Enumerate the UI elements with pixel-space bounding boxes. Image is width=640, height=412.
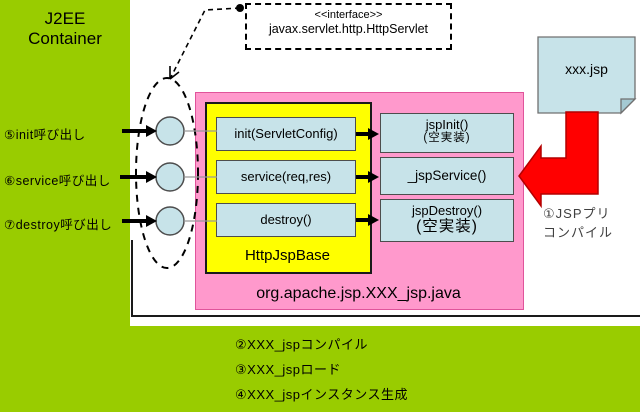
method-jspservice: _jspService(): [380, 157, 514, 195]
j2ee-title-line1: J2EE: [44, 9, 86, 28]
realization-connector: [169, 7, 241, 80]
method-service: service(req,res): [216, 160, 356, 194]
instance-circle-init: [155, 116, 185, 146]
instance-circle-destroy: [155, 206, 185, 236]
jsp-file-label: xxx.jsp: [565, 61, 608, 77]
method-jspinit-name: jspInit(): [425, 117, 469, 132]
precompile-line2: コンパイル: [543, 225, 614, 240]
interface-name: javax.servlet.http.HttpServlet: [268, 22, 429, 36]
call-label-destroy: ⑦destroy呼び出し: [4, 218, 113, 232]
j2ee-title-line2: Container: [28, 29, 102, 48]
step-compile: ②XXX_jspコンパイル: [235, 337, 369, 352]
call-label-init: ⑤init呼び出し: [4, 128, 86, 142]
precompile-line1: ①JSPプリ: [543, 206, 611, 221]
method-jspdestroy-name: jspDestroy(): [411, 203, 483, 218]
method-destroy: destroy(): [216, 203, 356, 237]
generated-jsp-class-name: org.apache.jsp.XXX_jsp.java: [256, 285, 461, 302]
note-fold-icon: [620, 98, 637, 115]
bottom-steps-panel: [0, 326, 640, 412]
precompile-note: ①JSPプリ コンパイル: [543, 204, 613, 242]
method-jspinit: jspInit() (空実装): [380, 113, 514, 153]
httpjspbase-class-name: HttpJspBase: [244, 247, 331, 264]
step-instantiate: ④XXX_jspインスタンス生成: [235, 387, 408, 402]
precompile-arrow: [518, 111, 599, 209]
interface-stereotype: <<interface>>: [314, 9, 383, 21]
method-jspdestroy: jspDestroy() (空実装): [380, 199, 514, 242]
method-jspdestroy-note: (空実装): [416, 218, 478, 235]
method-jspinit-note: (空実装): [423, 132, 471, 144]
method-jspservice-name: _jspService(): [407, 168, 487, 183]
method-init: init(ServletConfig): [216, 117, 356, 151]
instance-group-ellipse: [135, 77, 199, 269]
connector-ball-icon: [236, 4, 244, 12]
connector-arrowhead-icon: [169, 66, 180, 80]
httpservlet-interface-box: <<interface>> javax.servlet.http.HttpSer…: [245, 3, 452, 50]
j2ee-container-title: J2EE Container: [0, 9, 130, 49]
instance-circle-service: [155, 162, 185, 192]
call-label-service: ⑥service呼び出し: [4, 174, 111, 188]
step-load: ③XXX_jspロード: [235, 362, 342, 377]
